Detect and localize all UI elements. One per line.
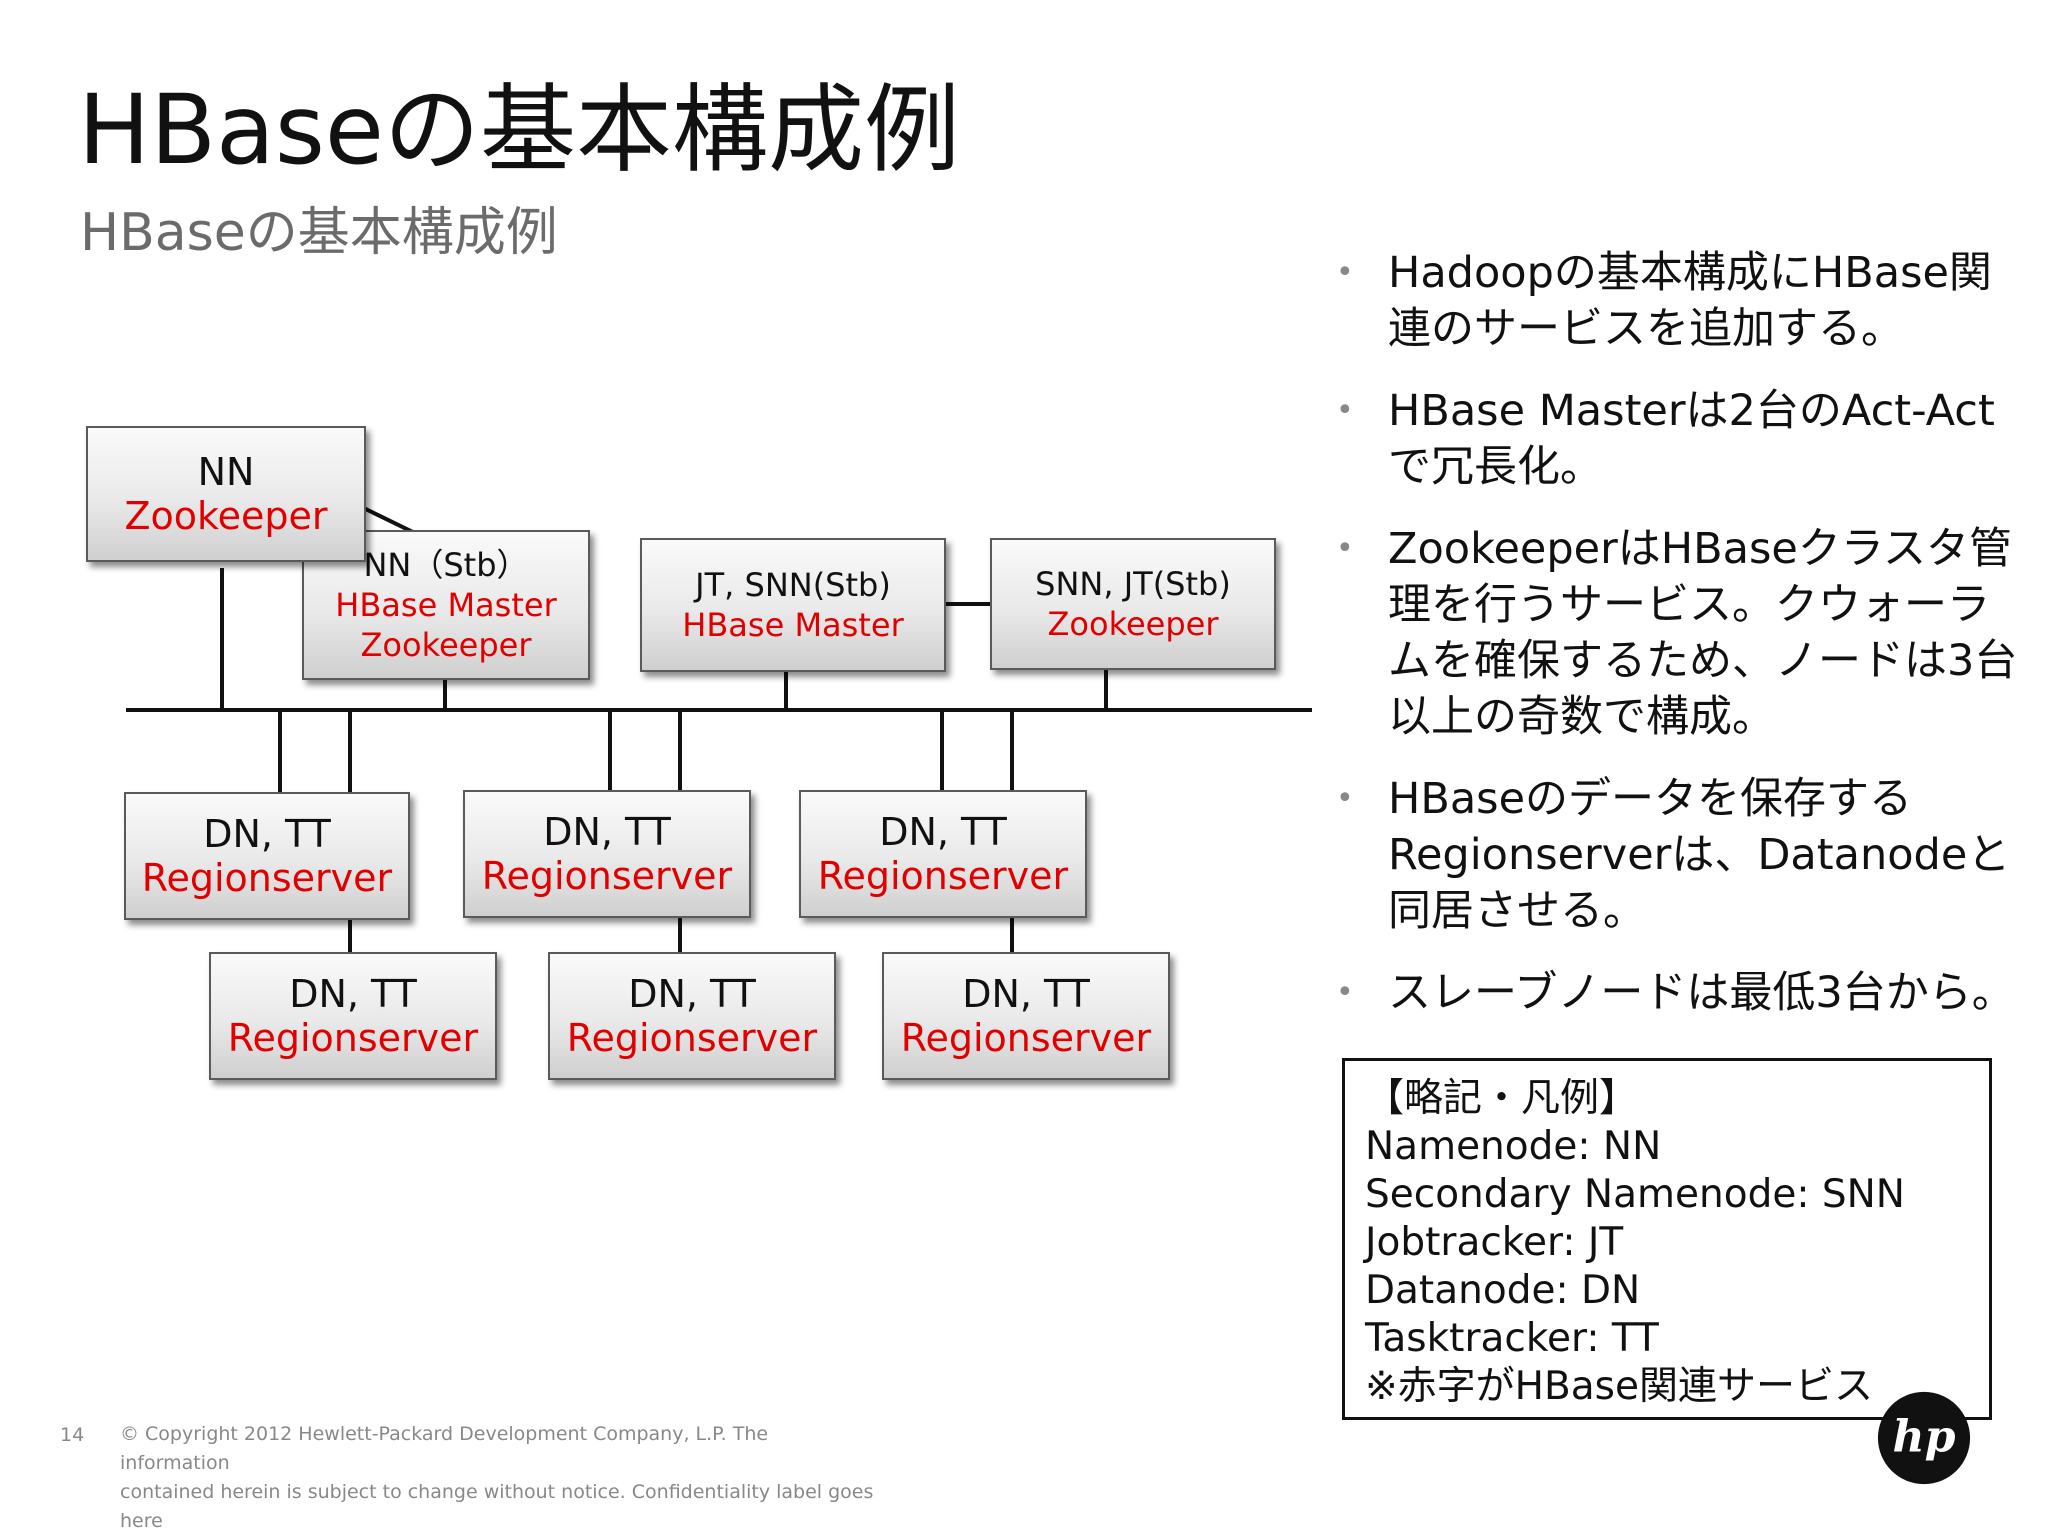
bullet-text: HBase Masterは2台のAct-Actで冗長化。: [1388, 386, 1995, 492]
bullet-item: • HBaseのデータを保存するRegionserverは、Datanodeと同居…: [1330, 771, 2030, 939]
node-service-label: Regionserver: [900, 1016, 1152, 1060]
copyright-line: contained herein is subject to change wi…: [120, 1481, 874, 1532]
page-title: HBaseの基本構成例: [78, 74, 960, 186]
node-label: SNN, JT(Stb): [1035, 565, 1231, 603]
bullet-dot-icon: •: [1336, 531, 1354, 566]
node-dn: DN, TT Regionserver: [799, 790, 1087, 918]
bullet-item: • HBase Masterは2台のAct-Actで冗長化。: [1330, 383, 2030, 495]
node-service-label: Zookeeper: [360, 626, 532, 664]
node-dn: DN, TT Regionserver: [463, 790, 751, 918]
node-label: JT, SNN(Stb): [695, 566, 891, 604]
legend-item: Namenode: NN: [1365, 1124, 1662, 1169]
node-label: DN, TT: [628, 972, 756, 1016]
legend-heading: 【略記・凡例】: [1365, 1076, 1639, 1121]
connector-dn-1: [278, 710, 282, 792]
node-service-label: Regionserver: [481, 854, 733, 898]
bullet-item: • Hadoopの基本構成にHBase関連のサービスを追加する。: [1330, 245, 2030, 357]
connector-dn-4-lower: [348, 918, 352, 954]
copyright-notice: © Copyright 2012 Hewlett-Packard Develop…: [120, 1420, 880, 1536]
page-number: 14: [60, 1424, 85, 1446]
connector-jt: [784, 670, 788, 710]
connector-dn-6-lower: [1010, 916, 1014, 952]
node-service-label: Regionserver: [566, 1016, 818, 1060]
network-bus: [126, 708, 1312, 712]
copyright-line: © Copyright 2012 Hewlett-Packard Develop…: [120, 1423, 769, 1474]
bullet-text: Hadoopの基本構成にHBase関連のサービスを追加する。: [1388, 248, 1992, 354]
connector-snn: [1104, 668, 1108, 710]
legend-item: Datanode: DN: [1365, 1268, 1641, 1313]
bullet-text: ZookeeperはHBaseクラスタ管理を行うサービス。クウォーラムを確保する…: [1388, 524, 2018, 742]
connector-nn: [220, 568, 224, 710]
node-label: DN, TT: [879, 810, 1007, 854]
node-label: DN, TT: [962, 972, 1090, 1016]
legend-item: Jobtracker: JT: [1365, 1220, 1624, 1265]
connector-dn-3: [940, 710, 944, 790]
node-dn: DN, TT Regionserver: [209, 952, 497, 1080]
node-service-label: Zookeeper: [1047, 605, 1219, 643]
bullet-item: • スレーブノードは最低3台から。: [1330, 965, 2030, 1021]
connector-dn-5: [678, 710, 682, 790]
legend-box: 【略記・凡例】 Namenode: NN Secondary Namenode:…: [1342, 1058, 1992, 1420]
connector-nn-stb: [443, 678, 447, 710]
node-jt: JT, SNN(Stb) HBase Master: [640, 538, 946, 672]
bullet-dot-icon: •: [1336, 393, 1354, 428]
node-dn: DN, TT Regionserver: [548, 952, 836, 1080]
node-service-label: Regionserver: [817, 854, 1069, 898]
connector-dn-2: [608, 710, 612, 790]
bullet-dot-icon: •: [1336, 255, 1354, 290]
page-subtitle: HBaseの基本構成例: [80, 203, 558, 263]
bullet-dot-icon: •: [1336, 975, 1354, 1010]
bullet-text: HBaseのデータを保存するRegionserverは、Datanodeと同居さ…: [1388, 774, 2011, 936]
bullet-text: スレーブノードは最低3台から。: [1388, 968, 2015, 1018]
node-label: DN, TT: [543, 810, 671, 854]
node-label: NN: [197, 450, 255, 494]
node-service-label: Regionserver: [141, 856, 393, 900]
node-label: DN, TT: [203, 812, 331, 856]
bullet-list: • Hadoopの基本構成にHBase関連のサービスを追加する。 • HBase M…: [1330, 245, 2030, 1047]
hp-logo-icon: hp: [1877, 1391, 1971, 1485]
node-nn: NN Zookeeper: [86, 426, 366, 562]
bullet-dot-icon: •: [1336, 781, 1354, 816]
node-dn: DN, TT Regionserver: [882, 952, 1170, 1080]
architecture-diagram: NN（Stb） HBase Master Zookeeper NN Zookee…: [86, 426, 1312, 1080]
node-label: NN（Stb）: [363, 546, 529, 584]
node-service-label: Regionserver: [227, 1016, 479, 1060]
connector-dn-4: [348, 710, 352, 792]
node-service-label: HBase Master: [335, 586, 557, 624]
connector-dn-6: [1010, 710, 1014, 790]
bullet-item: • ZookeeperはHBaseクラスタ管理を行うサービス。クウォーラムを確保す…: [1330, 521, 2030, 745]
link-jt-snn: [944, 602, 990, 606]
node-service-label: Zookeeper: [124, 494, 328, 538]
node-label: DN, TT: [289, 972, 417, 1016]
node-dn: DN, TT Regionserver: [124, 792, 410, 920]
legend-item: Tasktracker: TT: [1365, 1316, 1659, 1361]
legend-item: Secondary Namenode: SNN: [1365, 1172, 1905, 1217]
connector-dn-5-lower: [678, 916, 682, 952]
node-service-label: HBase Master: [682, 606, 904, 644]
legend-item: ※赤字がHBase関連サービス: [1365, 1364, 1873, 1409]
node-snn: SNN, JT(Stb) Zookeeper: [990, 538, 1276, 670]
hp-logo-text: hp: [1893, 1411, 1956, 1462]
